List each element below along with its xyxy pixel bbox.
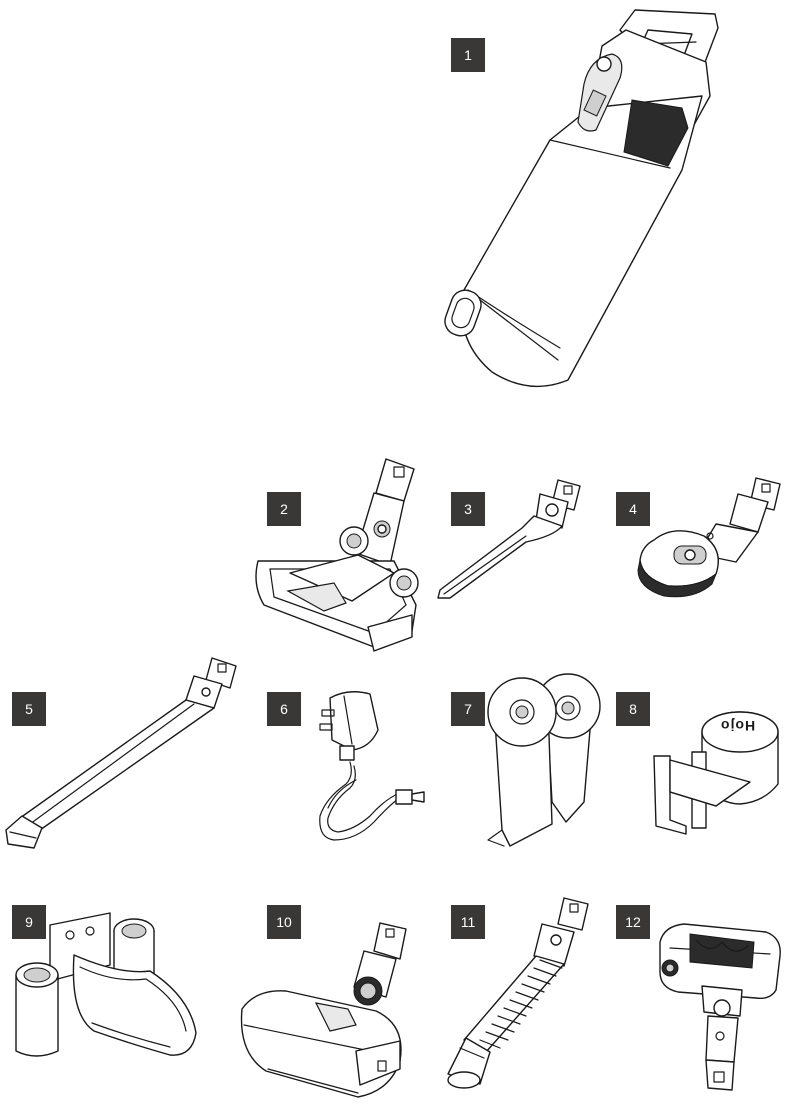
brand-logo: Hojo [720,718,755,734]
floor-brush-head-icon [244,455,444,655]
wall-mount-bracket-icon [10,905,210,1075]
charger-adapter-icon [300,680,430,850]
part-number-badge-12: 12 [616,905,650,939]
extension-tube-icon [0,648,250,858]
part-number-badge-6: 6 [267,692,301,726]
flexible-hose-icon [440,890,600,1096]
handheld-vacuum-body-icon [420,0,740,400]
accessory-clip-icon: Hojo [640,708,790,838]
mini-motorised-tool-icon [650,912,790,1102]
part-number-badge-7: 7 [451,692,485,726]
crevice-tool-icon [430,470,600,610]
soft-roller-head-icon [236,915,416,1105]
filters-icon [482,662,612,858]
dusting-brush-icon [628,470,798,610]
